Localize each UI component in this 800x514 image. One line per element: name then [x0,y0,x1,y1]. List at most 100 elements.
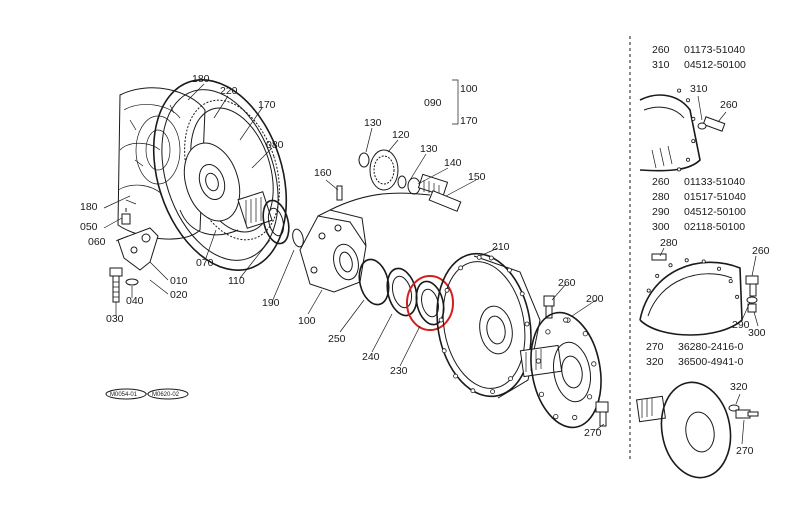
highlight-circle [406,275,454,331]
bolt-260 [543,295,555,319]
bolt-hole [535,358,542,364]
washer-040 [125,278,139,286]
bolt-hole [438,317,444,323]
callout-090: 090 [424,97,442,109]
bolt-hole [476,254,482,260]
s1-row1-code: 01173-51040 [684,44,745,56]
bolt-hole [545,329,551,335]
bolt-hole [684,258,689,263]
bolt-hole [553,413,559,420]
case-100 [299,209,367,293]
bolt-hole [655,273,660,278]
bolt-hole [691,116,696,121]
bearing-240 [386,267,418,317]
callout-170-range: 170 [460,115,478,127]
axle-flange-200 [519,311,602,429]
s3-row2-code: 36500-4941-0 [678,356,744,368]
s2-row1-num: 260 [652,176,670,188]
bolt-hole [508,376,513,382]
callout-040: 040 [126,295,144,307]
stud-270 [595,401,609,427]
callout-100: 100 [298,315,316,327]
callout-010: 010 [170,275,188,287]
bolt-hole [538,391,545,397]
s2-row3-num: 290 [652,206,670,218]
callout-200: 200 [586,293,604,305]
callout-160: 160 [314,167,332,179]
callout-060: 060 [88,236,106,248]
callout-170: 170 [258,99,276,111]
callout-050: 050 [80,221,98,233]
bolt-hole [563,317,569,323]
s2-row4-code: 02118-50100 [684,221,745,233]
leader-lines [103,79,605,431]
panel-section-2: 260 01133-51040 280 01517-51040 290 0451… [639,176,770,339]
bolt-hole [586,394,593,400]
callout-210: 210 [492,241,510,253]
callout-260: 260 [558,277,576,289]
bolt-hole [591,361,597,367]
callout-270: 270 [584,427,602,439]
s3-row1-code: 36280-2416-0 [678,341,744,353]
callout-180-lower: 180 [80,201,98,213]
s2-row1-code: 01133-51040 [684,176,745,188]
s2-callout-290: 290 [732,319,750,331]
s2-callout-300: 300 [748,327,766,339]
callout-130: 130 [364,117,382,129]
bolt-hole [646,288,651,293]
s3-callout-270: 270 [736,445,754,457]
callout-240: 240 [362,351,380,363]
bolt-hole [490,389,496,395]
s1-row2-code: 04512-50100 [684,59,746,71]
s2-callout-280: 280 [660,237,678,249]
bolt-hole [677,167,682,172]
callout-110: 110 [228,275,245,287]
s1-row2-num: 310 [652,59,670,71]
callout-140: 140 [444,157,462,169]
panel-section-1: 260 01173-51040 310 04512-50100 310 260 [639,44,746,172]
bolt-hole [470,388,476,394]
snap-ring-190 [292,228,304,248]
callout-030: 030 [106,313,124,325]
bolt-hole [444,287,450,293]
callout-230: 230 [390,365,408,377]
s3-row2-num: 320 [646,356,664,368]
bolt-hole [717,266,722,271]
bolt-hole [519,291,525,297]
pin-160 [336,185,343,201]
callout-190: 190 [262,297,280,309]
bolt-hole [453,373,459,379]
callout-080: 080 [266,139,284,151]
bolt-hole [582,331,588,337]
bolt-hole [441,348,447,354]
bolt-hole [668,263,673,268]
svg-text:M0054-01: M0054-01 [110,392,138,398]
seal-110 [262,199,290,245]
ref-tag-1: M0054-01 [105,388,147,400]
bolt-hole [572,414,578,421]
gear-shaft-assembly [329,149,462,212]
bolt-hole [691,139,696,144]
bolt-hole [524,321,530,327]
s2-callout-260: 260 [752,245,770,257]
bolt-hole [701,259,706,264]
s2-row3-code: 04512-50100 [684,206,746,218]
s1-callout-310: 310 [690,83,708,95]
bolt-hole [728,279,733,284]
hub-210 [436,252,541,399]
callout-130-b: 130 [420,143,438,155]
callout-100-range: 100 [460,83,478,95]
bolt-hole [506,267,512,273]
s2-row4-num: 300 [652,221,670,233]
bracket-010 [117,208,159,271]
s2-row2-code: 01517-51040 [684,191,746,203]
ref-tag-2: M0620-02 [147,388,189,400]
bolt-hole [488,255,494,261]
callout-180: 180 [192,73,210,85]
callout-150: 150 [468,171,486,183]
callout-070: 070 [196,257,214,269]
bolt-hole [686,157,691,162]
s1-row1-num: 260 [652,44,670,56]
